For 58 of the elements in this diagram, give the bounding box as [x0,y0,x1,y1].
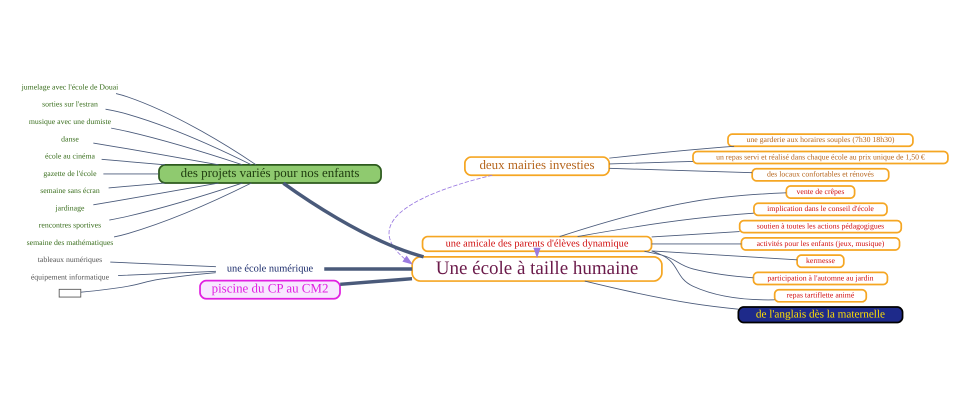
connector [101,158,166,166]
node-text: une école numérique [226,264,314,275]
connector [584,280,739,310]
connector [651,250,776,300]
arrow [533,248,541,258]
connector [118,270,216,276]
node-text: jumelage avec l'école de Douai [22,82,118,92]
node-text: rencontres sportives [38,220,102,230]
connector [282,182,424,258]
node-text: jardinage [56,203,84,212]
node-box [58,288,82,298]
node-text: sorties sur l'estran [42,100,98,109]
node-text: tableaux numériques [38,255,102,264]
connector [108,182,166,188]
node-text: gazette de l'école [43,168,97,178]
connector [559,192,786,237]
connector [102,173,159,174]
connector [608,160,694,164]
connector [80,272,216,293]
connector [644,250,754,278]
connector [651,243,742,244]
connector [110,128,243,166]
node-box: Une école à taille humaine [411,256,663,282]
node-text: danse [61,134,79,144]
connector [651,231,740,238]
connector [116,93,256,166]
node-box: des locaux confortables et rénovés [751,168,890,182]
connector [577,212,754,237]
node-text: musique avec une dumiste [28,116,112,126]
connector [114,182,252,238]
connector [651,250,798,260]
connector [608,168,753,174]
node-box: kermesse [796,254,845,268]
node-box: repas tartiflette animé [774,288,868,303]
node-box: vente de crêpes [785,185,856,199]
node-box: de l'anglais dès la maternelle [738,306,904,324]
connector [340,276,412,286]
connector [110,262,216,268]
node-box: activités pour les enfants (jeux, musique) [740,237,900,251]
connector [92,182,219,206]
node-box: des projets variés pour nos enfants [158,164,382,184]
node-box: un repas servi et réalisé dans chaque école au prix unique de 1,50 € [692,150,949,164]
connector [108,182,243,220]
connector [92,142,219,166]
connector [324,267,412,271]
node-box: une garderie aux horaires souples (7h30 18h30) [727,133,914,148]
connector [105,108,252,166]
node-box: participation à l'automne au jardin [752,272,888,286]
arrow [388,174,493,265]
node-text: semaine des mathématiques [26,238,114,247]
node-text: équipement informatique [30,272,110,282]
node-box: implication dans le conseil d'école [753,202,888,216]
node-text: semaine sans écran [40,186,100,196]
node-box: soutien à toutes les actions pédagogigues [738,220,902,234]
node-text: école au cinéma [44,152,95,161]
node-box: piscine du CP au CM2 [199,280,341,300]
node-box: deux mairies investies [464,156,610,176]
connector [608,146,735,159]
